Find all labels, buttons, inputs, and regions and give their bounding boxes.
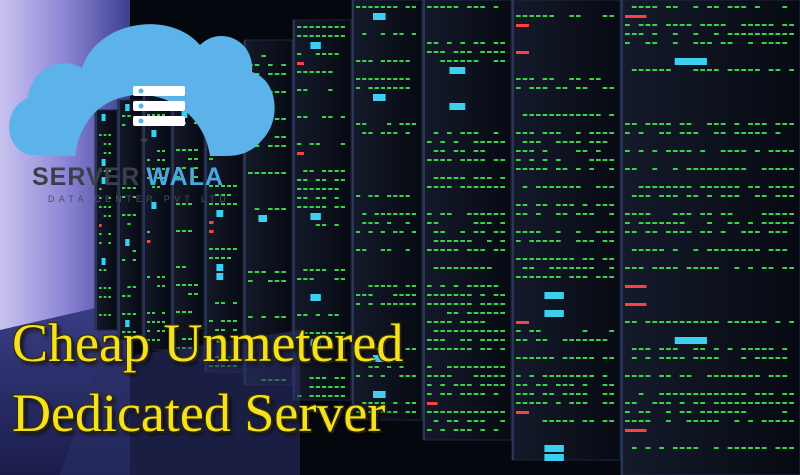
brand-tagline: DATA CENTER PVT LTD	[48, 194, 231, 204]
serverwala-logo	[9, 24, 275, 156]
brand-part1: SERVER	[32, 163, 141, 191]
cloud-server-icon	[9, 24, 275, 156]
server-racks	[94, 0, 800, 475]
headline-line2: Dedicated Server	[12, 383, 386, 443]
brand-part2: WALA	[146, 163, 224, 191]
headline-line1: Cheap Unmetered	[12, 313, 404, 373]
